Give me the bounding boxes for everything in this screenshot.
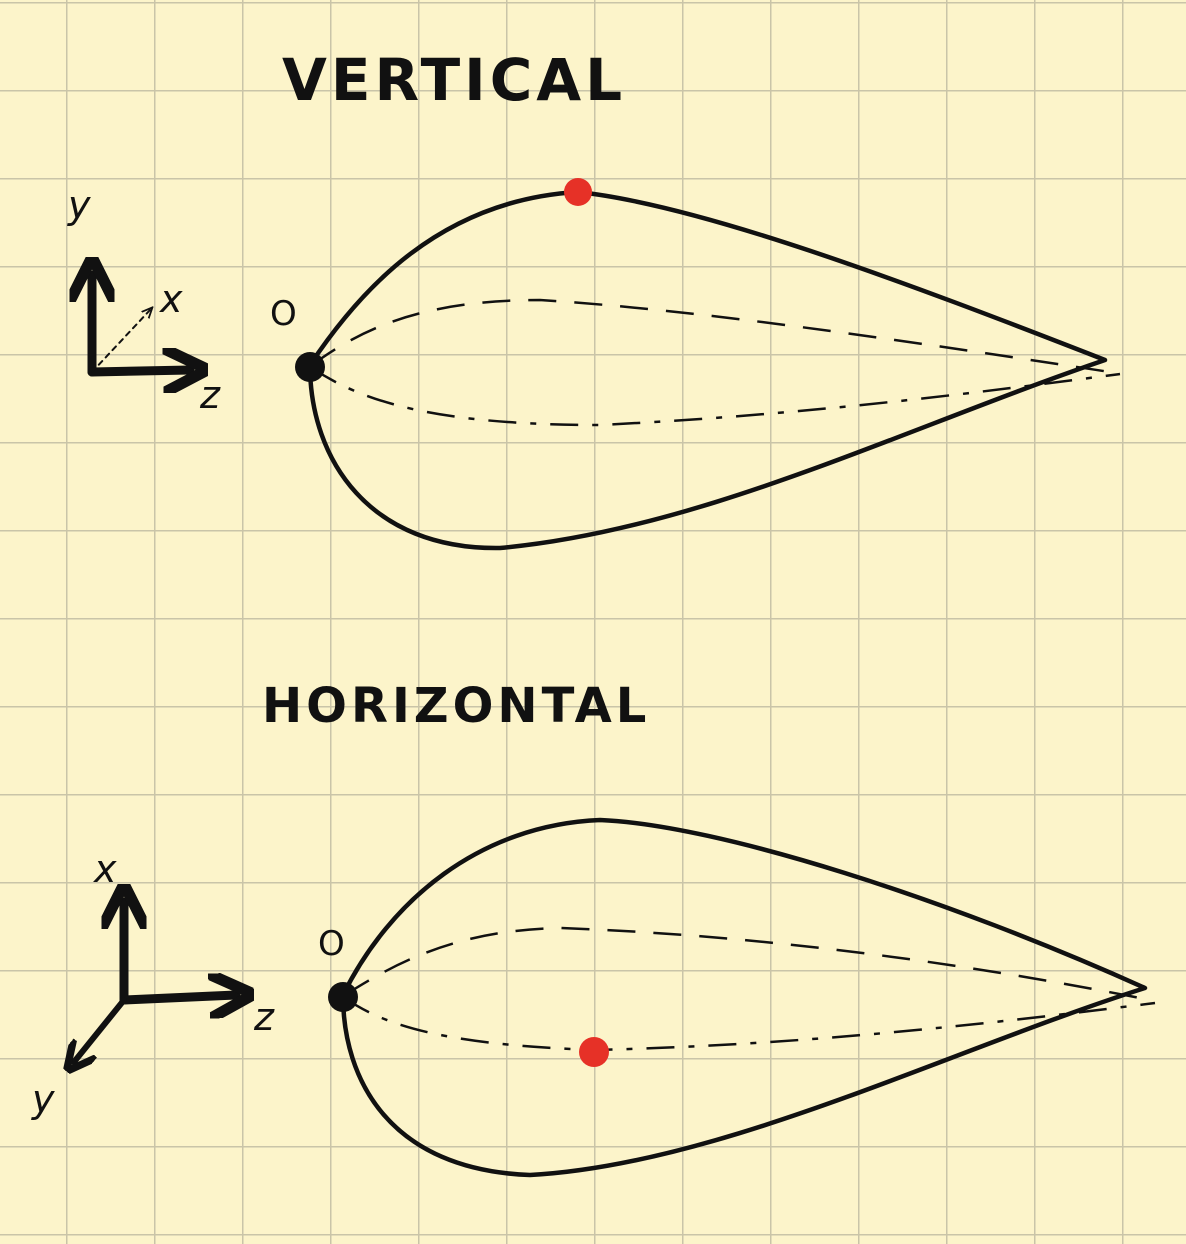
vertical-right-axis	[87, 370, 190, 372]
vertical-title: VERTICAL	[282, 46, 626, 114]
horizontal-right-axis-label: z	[253, 995, 275, 1039]
horizontal-depth-axis	[74, 997, 127, 1062]
horizontal-axes	[74, 902, 236, 1062]
horizontal-title: HORIZONTAL	[262, 678, 650, 734]
horizontal-up-axis-label: x	[93, 847, 117, 891]
horizontal-right-axis	[119, 995, 236, 1000]
vertical-depth-axis	[91, 310, 150, 373]
horizontal-teardrop-outline	[340, 817, 1148, 1178]
vertical-teardrop-outline	[307, 189, 1108, 551]
vertical-diagram: VERTICAL y z x O	[67, 46, 1121, 551]
vertical-right-axis-label: z	[199, 373, 221, 417]
horizontal-depth-axis-label: y	[31, 1077, 55, 1121]
horizontal-dashed-bottom	[344, 996, 1156, 1052]
horizontal-red-point	[579, 1037, 609, 1067]
vertical-depth-axis-label: x	[159, 277, 183, 321]
vertical-origin-point	[295, 352, 325, 382]
vertical-up-axis-label: y	[67, 183, 91, 227]
vertical-dashed-bottom	[311, 366, 1121, 427]
horizontal-dashed-top	[344, 926, 1151, 1002]
horizontal-origin-label: O	[318, 924, 345, 964]
horizontal-origin-point	[328, 982, 358, 1012]
vertical-dashed-top	[311, 298, 1111, 374]
vertical-red-point	[564, 178, 592, 206]
vertical-origin-label: O	[270, 294, 297, 334]
horizontal-diagram: HORIZONTAL x z y O	[31, 678, 1156, 1178]
vertical-axes	[92, 275, 190, 372]
